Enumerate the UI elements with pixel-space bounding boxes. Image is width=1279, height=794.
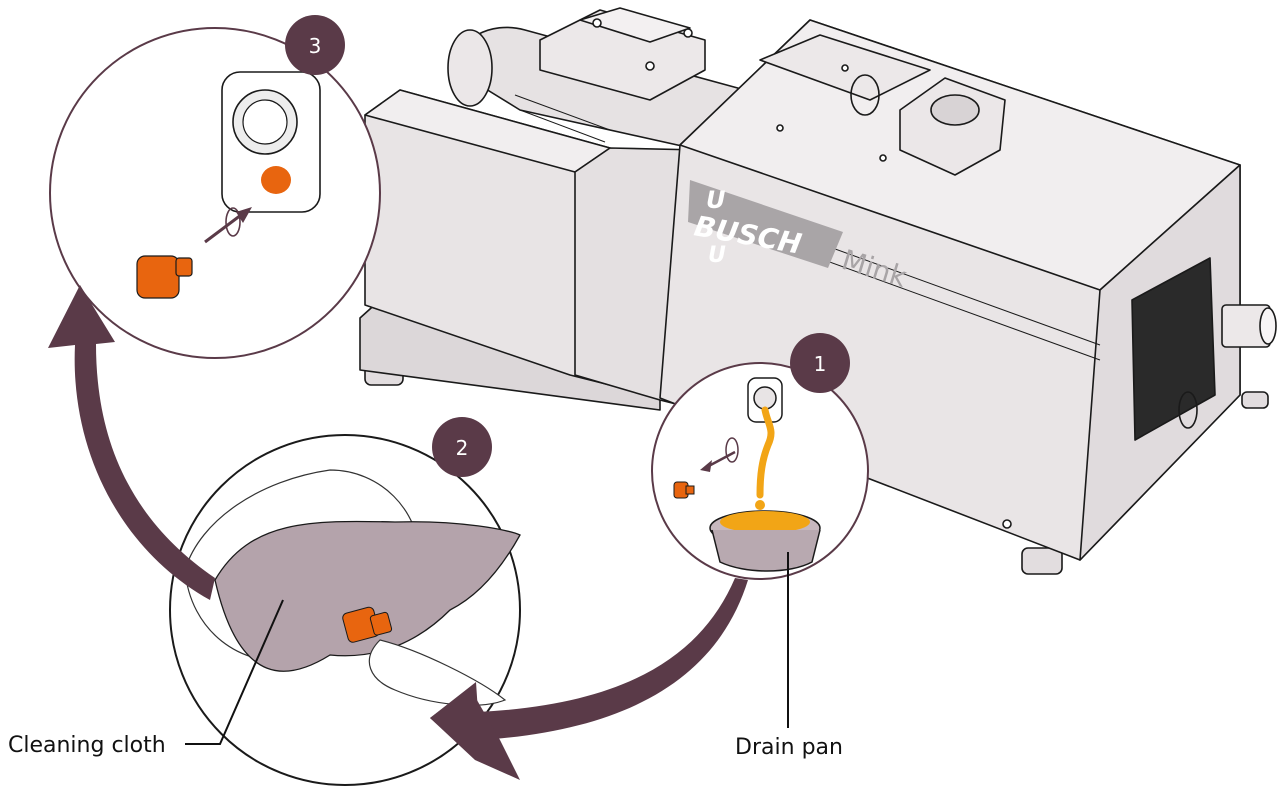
step-1-drain-detail: [651, 362, 869, 580]
step-2-clean-detail: [169, 434, 521, 786]
cleaning-cloth: [214, 520, 521, 672]
drain-plug-cleaning: [342, 606, 393, 643]
logo-letter-bottom: U: [708, 243, 726, 268]
port-cover: [1178, 391, 1198, 429]
callout-drain-pan: Drain pan: [735, 552, 843, 760]
label-cleaning-cloth: Cleaning cloth: [8, 733, 166, 758]
step-badge-1: 1: [790, 333, 850, 393]
step-badge-3: 3: [285, 15, 345, 75]
detail-circle: [49, 27, 381, 359]
drain-plug-large: [136, 255, 193, 299]
svg-text:3: 3: [309, 34, 322, 58]
logo-band: [688, 180, 843, 268]
exhaust-flange: [899, 77, 1006, 176]
step-3-refit-detail: [49, 27, 381, 359]
screw: [592, 18, 602, 28]
drain-plug-small: [673, 481, 695, 499]
leader-line: [185, 599, 284, 745]
arrow-step2-to-step3: [48, 285, 215, 600]
screw: [645, 61, 655, 71]
callout-cleaning-cloth: Cleaning cloth: [8, 599, 284, 758]
pump-foot: [1241, 391, 1269, 409]
oil-stream: [756, 406, 775, 499]
svg-text:1: 1: [814, 352, 827, 376]
logo-letter-top: U: [706, 186, 726, 214]
svg-text:2: 2: [456, 436, 469, 460]
ventilation-grille: [1131, 257, 1216, 441]
step-badge-2: 2: [432, 417, 492, 477]
exhaust-port: [930, 94, 980, 126]
arrow-step1-to-step2: [430, 578, 748, 760]
pump-foot: [1021, 547, 1063, 575]
inlet-opening: [1259, 307, 1277, 345]
label-drain-pan: Drain pan: [735, 735, 843, 760]
lifting-eye: [850, 74, 880, 116]
screw: [683, 28, 693, 38]
motor-end-cap: [447, 29, 493, 107]
terminal-box-lid: [579, 7, 691, 43]
flow-arrows: [48, 285, 748, 780]
drain-hole: [261, 166, 291, 194]
